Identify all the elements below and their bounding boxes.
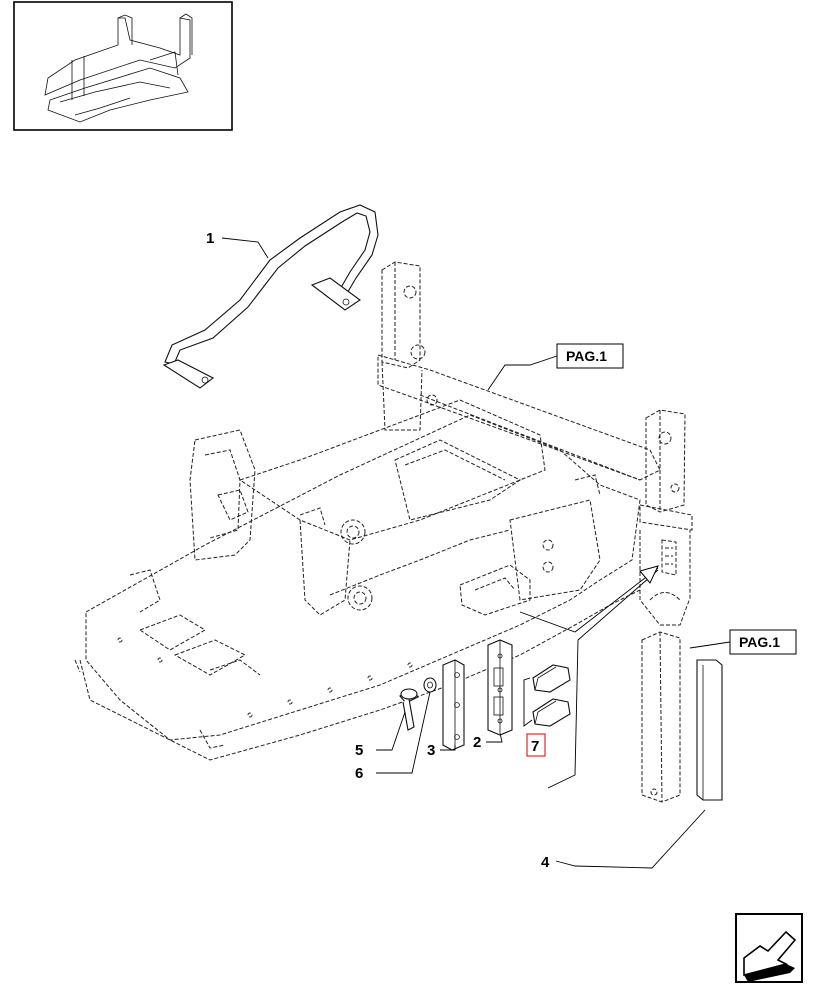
callout-7[interactable]: 7 xyxy=(531,738,539,755)
detail-arrow xyxy=(519,565,659,789)
part-4-tube[interactable] xyxy=(641,631,681,803)
callout-7-highlight xyxy=(526,733,546,757)
rear-mast xyxy=(377,261,693,626)
next-page-arrow-icon[interactable] xyxy=(735,913,803,983)
page-ref-top-label: PAG.1 xyxy=(566,348,607,364)
callout-1[interactable]: 1 xyxy=(206,230,214,247)
page-ref-top[interactable]: PAG.1 xyxy=(556,343,624,369)
part-1-handle[interactable] xyxy=(162,204,379,389)
part-3-plate[interactable] xyxy=(442,659,465,751)
page-ref-right[interactable]: PAG.1 xyxy=(729,629,797,655)
part-4-strip[interactable] xyxy=(696,659,723,801)
part-2-plate[interactable] xyxy=(487,639,513,736)
callout-6[interactable]: 6 xyxy=(355,765,363,782)
thumbnail-frame-sketch xyxy=(44,13,193,123)
callout-4[interactable]: 4 xyxy=(541,854,550,871)
part-6-washer[interactable] xyxy=(423,677,437,693)
callout-2[interactable]: 2 xyxy=(473,734,481,751)
main-frame xyxy=(74,399,641,761)
callout-5[interactable]: 5 xyxy=(355,742,363,759)
part-5-bolt[interactable] xyxy=(399,688,419,731)
part-7-wedges[interactable] xyxy=(532,664,571,727)
page-ref-right-label: PAG.1 xyxy=(739,634,780,650)
callout-3[interactable]: 3 xyxy=(427,742,435,759)
leader-lines xyxy=(221,237,731,869)
overview-thumbnail[interactable] xyxy=(13,1,233,131)
